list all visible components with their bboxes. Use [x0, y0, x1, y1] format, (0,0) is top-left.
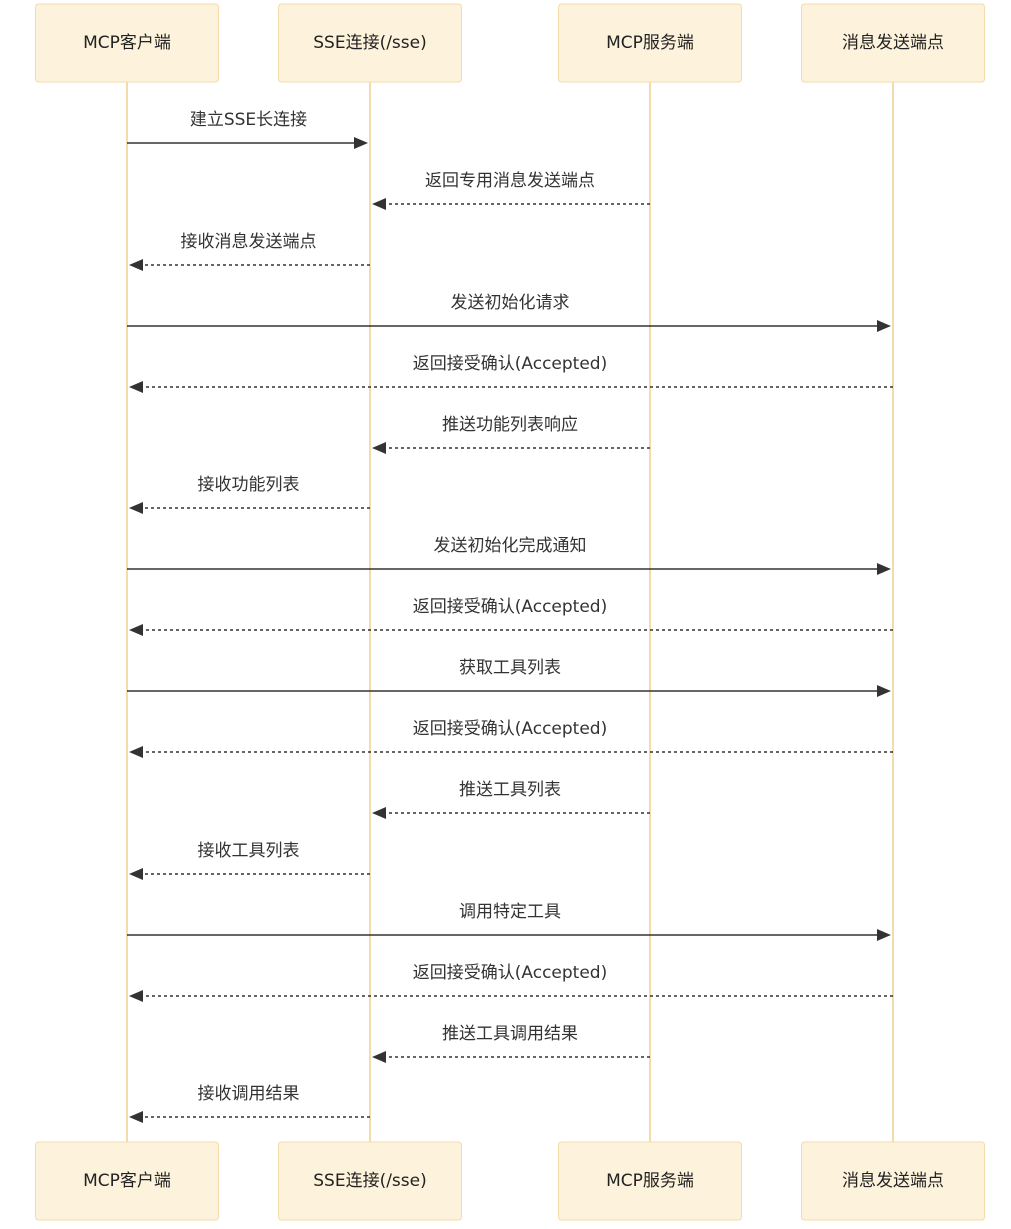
arrowhead-15 [372, 1051, 386, 1063]
actor-box-server-top [558, 3, 742, 83]
actor-box-client-top [35, 3, 219, 83]
actor-label-server-bottom: MCP服务端 [606, 1171, 694, 1191]
arrowhead-6 [129, 502, 143, 514]
message-label-15: 推送工具调用结果 [442, 1024, 578, 1044]
arrowhead-13 [877, 929, 891, 941]
message-label-12: 接收工具列表 [198, 841, 300, 861]
arrowhead-0 [354, 137, 368, 149]
actor-label-sse-top: SSE连接(/sse) [313, 33, 427, 53]
arrowhead-8 [129, 624, 143, 636]
actors-bottom: MCP客户端 SSE连接(/sse) MCP服务端 消息发送端点 [35, 1141, 985, 1221]
actor-box-client-bottom [35, 1141, 219, 1221]
lifelines [126, 82, 894, 1142]
arrowhead-5 [372, 442, 386, 454]
arrowhead-11 [372, 807, 386, 819]
message-label-0: 建立SSE长连接 [190, 110, 307, 130]
actor-box-sse-top [278, 3, 462, 83]
arrowhead-1 [372, 198, 386, 210]
arrowhead-4 [129, 381, 143, 393]
message-label-9: 获取工具列表 [459, 658, 561, 678]
messages: 建立SSE长连接返回专用消息发送端点接收消息发送端点发送初始化请求返回接受确认(… [127, 110, 893, 1123]
actor-box-server-bottom [558, 1141, 742, 1221]
actor-box-sse-bottom [278, 1141, 462, 1221]
message-label-7: 发送初始化完成通知 [434, 536, 587, 556]
message-label-1: 返回专用消息发送端点 [425, 171, 595, 191]
arrowhead-3 [877, 320, 891, 332]
message-label-13: 调用特定工具 [459, 902, 561, 922]
message-label-14: 返回接受确认(Accepted) [413, 963, 607, 983]
actor-label-client-bottom: MCP客户端 [83, 1171, 171, 1191]
message-label-2: 接收消息发送端点 [181, 232, 317, 252]
message-label-8: 返回接受确认(Accepted) [413, 597, 607, 617]
arrowhead-7 [877, 563, 891, 575]
arrowhead-10 [129, 746, 143, 758]
message-label-4: 返回接受确认(Accepted) [413, 354, 607, 374]
message-label-6: 接收功能列表 [198, 475, 300, 495]
arrowhead-12 [129, 868, 143, 880]
message-label-16: 接收调用结果 [198, 1084, 300, 1104]
actor-box-endpoint-top [801, 3, 985, 83]
message-label-3: 发送初始化请求 [451, 293, 570, 313]
message-label-11: 推送工具列表 [459, 780, 561, 800]
arrowhead-2 [129, 259, 143, 271]
arrowhead-14 [129, 990, 143, 1002]
message-label-10: 返回接受确认(Accepted) [413, 719, 607, 739]
arrowhead-9 [877, 685, 891, 697]
actors-top: MCP客户端 SSE连接(/sse) MCP服务端 消息发送端点 [35, 3, 985, 83]
actor-label-server-top: MCP服务端 [606, 33, 694, 53]
arrowhead-16 [129, 1111, 143, 1123]
actor-box-endpoint-bottom [801, 1141, 985, 1221]
message-label-5: 推送功能列表响应 [442, 415, 578, 435]
actor-label-sse-bottom: SSE连接(/sse) [313, 1171, 427, 1191]
actor-label-client-top: MCP客户端 [83, 33, 171, 53]
actor-label-endpoint-top: 消息发送端点 [842, 33, 944, 53]
actor-label-endpoint-bottom: 消息发送端点 [842, 1171, 944, 1191]
